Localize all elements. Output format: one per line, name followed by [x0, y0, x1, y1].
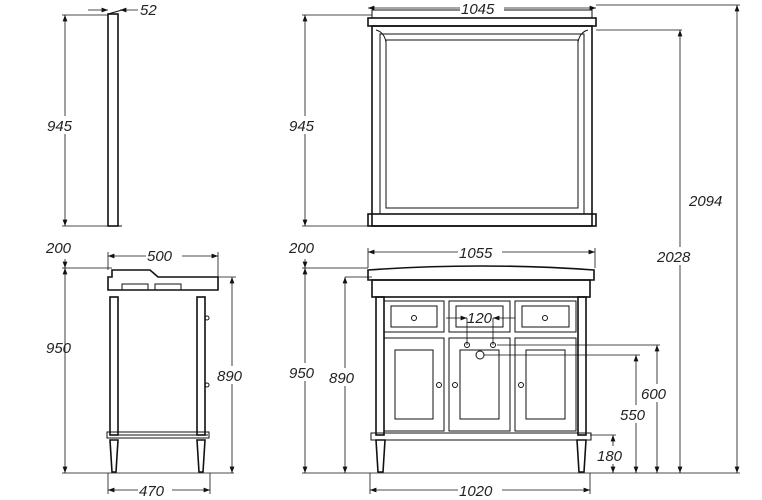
- dim-pipe-spacing: 120: [467, 310, 493, 327]
- front-mirror: [367, 9, 597, 227]
- dim-pipe-height-1: 600: [641, 386, 667, 403]
- dim-front-total-height: 950: [289, 365, 315, 382]
- dim-side-base-depth: 470: [139, 483, 165, 500]
- dim-front-mirror-height: 945: [289, 118, 315, 135]
- dim-overall-height: 2094: [688, 193, 722, 210]
- dim-side-top-depth: 500: [147, 248, 173, 265]
- side-mirror: [107, 9, 123, 227]
- dim-side-cabinet-height: 890: [217, 368, 243, 385]
- dim-front-gap: 200: [288, 240, 315, 257]
- dim-mirror-top-height: 2028: [656, 249, 691, 266]
- dim-side-gap: 200: [45, 240, 72, 257]
- side-cabinet: [106, 269, 219, 473]
- dim-side-total-height: 950: [46, 340, 72, 357]
- dim-side-mirror-depth: 52: [140, 2, 157, 19]
- dim-mirror-width: 1045: [461, 1, 495, 18]
- dim-leg-height: 180: [597, 448, 623, 465]
- dim-top-width: 1055: [459, 245, 493, 262]
- dim-pipe-height-2: 550: [620, 407, 646, 424]
- front-cabinet: [367, 265, 595, 473]
- dim-front-cabinet-height: 890: [329, 370, 355, 387]
- dim-side-mirror-height: 945: [47, 118, 73, 135]
- dim-base-width: 1020: [459, 483, 493, 500]
